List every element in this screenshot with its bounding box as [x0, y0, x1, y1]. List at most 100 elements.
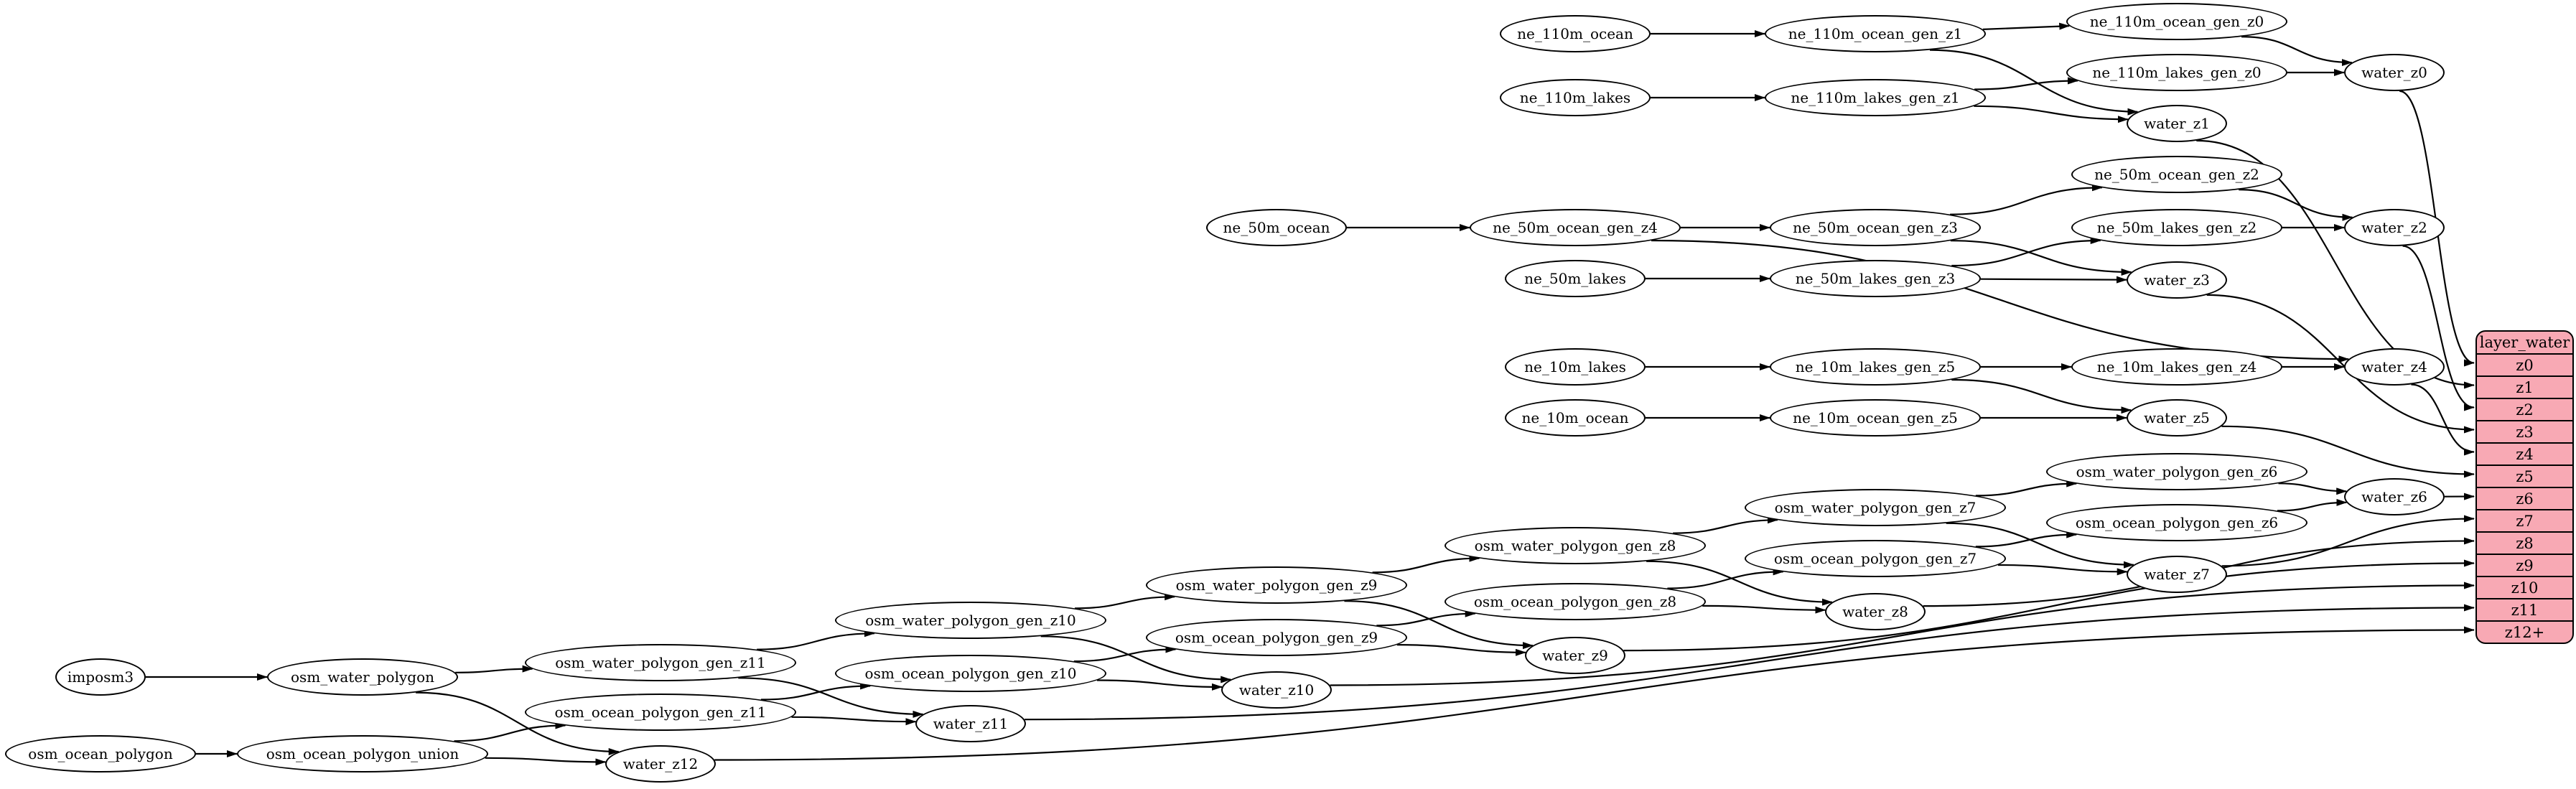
edge-water_z5-to-layer_water-z5 [2221, 425, 2475, 478]
node-water_z1: water_z1 [2127, 105, 2227, 142]
node-ne_50m_ocean_gen_z2: ne_50m_ocean_gen_z2 [2071, 156, 2282, 193]
node-osm_ocean_polygon: osm_ocean_polygon [5, 735, 196, 772]
edge-osm_ocean_polygon_gen_z8-to-water_z8 [1702, 604, 1826, 614]
edge-ne_110m_lakes_gen_z1-to-water_z1 [1974, 105, 2129, 123]
node-ne_50m_ocean: ne_50m_ocean [1206, 209, 1347, 246]
node-water_z0: water_z0 [2344, 54, 2445, 91]
table-row-z0: z0 [2477, 353, 2572, 375]
edge-osm_water_polygon_gen_z8-to-water_z8 [1646, 560, 1833, 606]
node-ne_50m_lakes_gen_z2: ne_50m_lakes_gen_z2 [2071, 209, 2282, 246]
edge-water_z4-to-layer_water-z4 [2411, 383, 2475, 456]
node-osm_water_polygon_gen_z7: osm_water_polygon_gen_z7 [1745, 489, 2006, 526]
edge-osm_ocean_polygon_gen_z9-to-water_z9 [1396, 644, 1526, 656]
table-row-z5: z5 [2477, 464, 2572, 487]
edge-osm_ocean_polygon_gen_z11-to-osm_ocean_polygon_gen_z10 [760, 682, 872, 701]
node-ne_110m_lakes_gen_z1: ne_110m_lakes_gen_z1 [1765, 79, 1986, 116]
node-water_z7: water_z7 [2127, 556, 2227, 593]
table-row-z6: z6 [2477, 487, 2572, 509]
edge-osm_water_polygon-to-osm_water_polygon_gen_z11 [455, 665, 533, 673]
node-ne_10m_lakes_gen_z4: ne_10m_lakes_gen_z4 [2071, 348, 2282, 386]
edge-ne_50m_ocean_gen_z3-to-water_z3 [1950, 240, 2132, 276]
edge-water_z10-to-layer_water-z10 [1330, 582, 2475, 686]
edge-osm_ocean_polygon_union-to-water_z12 [485, 757, 607, 766]
node-ne_50m_ocean_gen_z3: ne_50m_ocean_gen_z3 [1770, 209, 1981, 246]
edge-osm_ocean_polygon_gen_z11-to-water_z11 [791, 716, 917, 726]
node-ne_110m_ocean: ne_110m_ocean [1500, 15, 1651, 52]
edge-osm_water_polygon_gen_z7-to-osm_water_polygon_gen_z6 [1975, 480, 2078, 497]
edge-osm_water_polygon_gen_z8-to-osm_water_polygon_gen_z7 [1673, 516, 1778, 534]
node-water_z9: water_z9 [1525, 637, 1625, 674]
table-row-z3: z3 [2477, 420, 2572, 442]
table-row-z12+: z12+ [2477, 620, 2572, 643]
node-osm_ocean_polygon_gen_z11: osm_ocean_polygon_gen_z11 [525, 694, 796, 731]
table-row-z10: z10 [2477, 576, 2572, 598]
edge-osm_ocean_polygon_gen_z9-to-osm_ocean_polygon_gen_z8 [1376, 610, 1476, 627]
node-osm_ocean_polygon_gen_z8: osm_ocean_polygon_gen_z8 [1445, 583, 1706, 620]
node-osm_ocean_polygon_gen_z10: osm_ocean_polygon_gen_z10 [835, 655, 1106, 692]
edge-ne_110m_ocean_gen_z0-to-water_z0 [2241, 36, 2353, 67]
edge-osm_water_polygon_gen_z11-to-water_z11 [738, 677, 924, 718]
edge-osm_water_polygon_gen_z10-to-water_z10 [1040, 635, 1232, 683]
node-water_z2: water_z2 [2344, 209, 2445, 246]
edge-osm_water_polygon_gen_z9-to-osm_water_polygon_gen_z8 [1372, 554, 1480, 574]
table-row-z11: z11 [2477, 598, 2572, 620]
edge-osm_water_polygon_gen_z11-to-osm_water_polygon_gen_z10 [757, 630, 875, 650]
edge-water_z2-to-layer_water-z2 [2402, 245, 2475, 411]
edge-osm_ocean_polygon_gen_z7-to-water_z7 [1997, 564, 2128, 576]
edge-ne_50m_lakes_gen_z3-to-ne_50m_lakes_gen_z2 [1951, 237, 2101, 267]
edge-osm_ocean_polygon_gen_z8-to-osm_ocean_polygon_gen_z7 [1667, 568, 1784, 589]
edge-ne_50m_ocean_gen_z2-to-water_z2 [2239, 189, 2353, 221]
edge-water_z11-to-layer_water-z11 [1025, 604, 2475, 721]
node-osm_ocean_polygon_gen_z6: osm_ocean_polygon_gen_z6 [2046, 504, 2307, 541]
node-ne_110m_lakes_gen_z0: ne_110m_lakes_gen_z0 [2066, 54, 2287, 91]
table-title: layer_water [2479, 334, 2570, 351]
edge-osm_water_polygon_gen_z9-to-water_z9 [1344, 600, 1534, 650]
node-osm_ocean_polygon_union: osm_ocean_polygon_union [237, 735, 488, 772]
node-ne_110m_ocean_gen_z0: ne_110m_ocean_gen_z0 [2066, 3, 2287, 40]
table-row-z4: z4 [2477, 442, 2572, 464]
node-ne_10m_lakes: ne_10m_lakes [1505, 348, 1646, 386]
edge-osm_water_polygon_gen_z6-to-water_z6 [2278, 482, 2348, 495]
node-water_z12: water_z12 [605, 745, 716, 783]
node-water_z3: water_z3 [2127, 261, 2227, 299]
node-osm_ocean_polygon_gen_z7: osm_ocean_polygon_gen_z7 [1745, 540, 2006, 577]
node-ne_10m_ocean_gen_z5: ne_10m_ocean_gen_z5 [1770, 399, 1981, 436]
edge-osm_ocean_polygon_gen_z6-to-water_z6 [2277, 498, 2348, 512]
node-water_z8: water_z8 [1825, 593, 1926, 630]
edge-water_z9-to-layer_water-z9 [1623, 559, 2475, 652]
table-row-z1: z1 [2477, 375, 2572, 398]
edge-ne_110m_lakes_gen_z1-to-ne_110m_lakes_gen_z0 [1974, 77, 2078, 90]
table-row-z2: z2 [2477, 398, 2572, 420]
edge-osm_ocean_polygon_gen_z10-to-water_z10 [1096, 679, 1223, 691]
edge-ne_50m_lakes_gen_z3-to-water_z3 [1980, 276, 2127, 284]
node-osm_water_polygon_gen_z10: osm_water_polygon_gen_z10 [835, 602, 1106, 639]
node-osm_water_polygon_gen_z11: osm_water_polygon_gen_z11 [525, 644, 796, 681]
table-row-z9: z9 [2477, 554, 2572, 576]
node-osm_water_polygon_gen_z8: osm_water_polygon_gen_z8 [1445, 527, 1706, 564]
edge-osm_ocean_polygon_gen_z7-to-osm_ocean_polygon_gen_z6 [1975, 531, 2078, 548]
edge-water_z7-to-layer_water-z7 [2221, 515, 2475, 567]
node-ne_50m_lakes_gen_z3: ne_50m_lakes_gen_z3 [1770, 260, 1981, 297]
node-osm_water_polygon_gen_z9: osm_water_polygon_gen_z9 [1146, 566, 1407, 604]
node-ne_50m_ocean_gen_z4: ne_50m_ocean_gen_z4 [1470, 209, 1681, 246]
table-row-z7: z7 [2477, 509, 2572, 531]
node-ne_110m_lakes: ne_110m_lakes [1500, 79, 1651, 116]
node-water_z4: water_z4 [2344, 348, 2445, 386]
node-imposm3: imposm3 [55, 658, 146, 696]
edge-water_z3-to-layer_water-z3 [2206, 294, 2475, 434]
node-water_z11: water_z11 [915, 705, 1026, 742]
edge-ne_110m_ocean_gen_z1-to-ne_110m_ocean_gen_z0 [1982, 22, 2071, 30]
edge-osm_water_polygon_gen_z10-to-osm_water_polygon_gen_z9 [1074, 593, 1176, 610]
edge-ne_110m_ocean_gen_z1-to-water_z1 [1929, 49, 2139, 116]
edge-osm_ocean_polygon_union-to-osm_ocean_polygon_gen_z11 [454, 722, 566, 742]
node-ne_10m_lakes_gen_z5: ne_10m_lakes_gen_z5 [1770, 348, 1981, 386]
edge-osm_ocean_polygon_gen_z10-to-osm_ocean_polygon_gen_z9 [1073, 645, 1177, 663]
edge-ne_10m_lakes_gen_z5-to-water_z5 [1951, 378, 2132, 414]
node-osm_water_polygon_gen_z6: osm_water_polygon_gen_z6 [2046, 453, 2307, 490]
edge-osm_water_polygon_gen_z7-to-water_z7 [1946, 522, 2134, 569]
node-water_z10: water_z10 [1221, 671, 1332, 709]
table-row-z8: z8 [2477, 531, 2572, 554]
node-ne_50m_lakes: ne_50m_lakes [1505, 260, 1646, 297]
